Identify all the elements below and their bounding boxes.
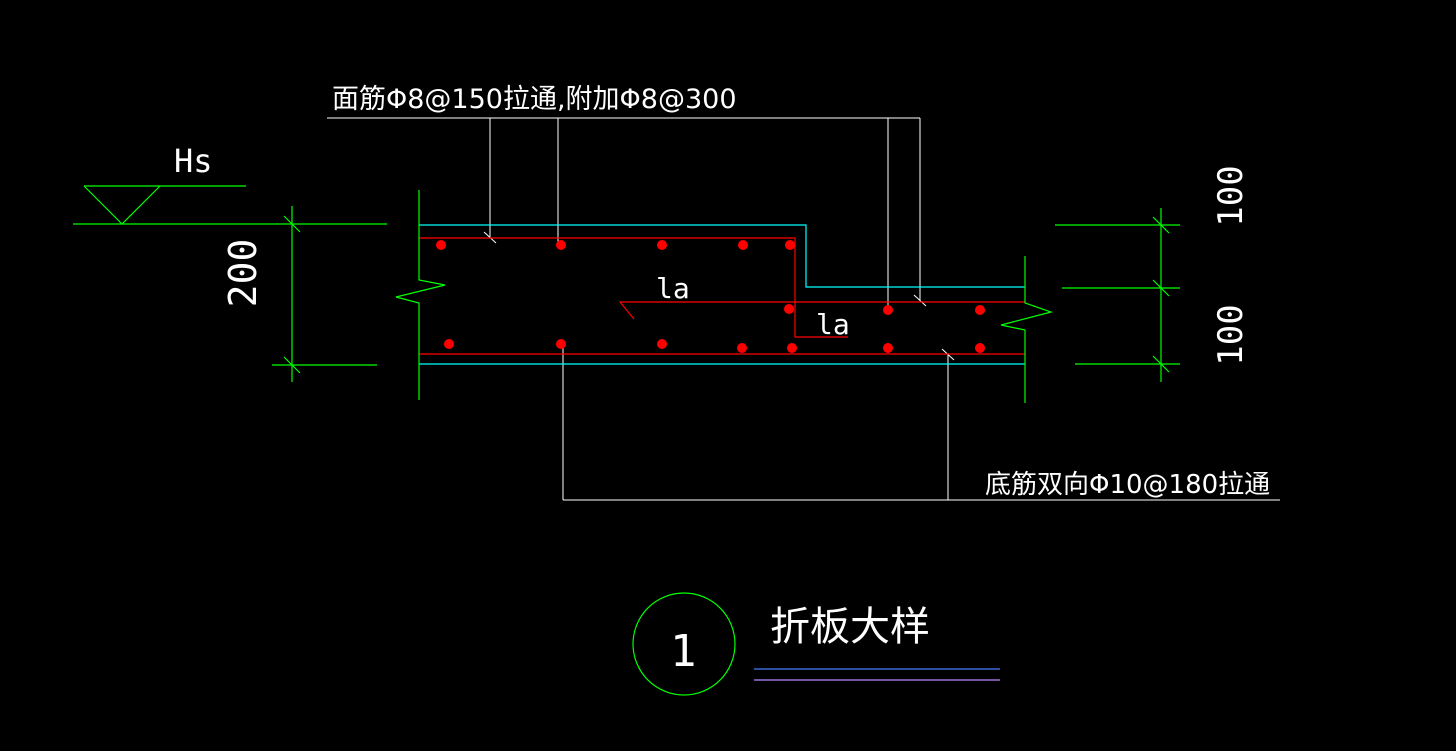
detail-number-circle bbox=[632, 592, 736, 696]
right-dimension-text-upper: 100 bbox=[1211, 165, 1251, 226]
rebar-dot bbox=[883, 305, 893, 315]
rebar-dot bbox=[883, 343, 893, 353]
left-dimension-text: 200 bbox=[221, 239, 265, 308]
concrete-outline bbox=[419, 224, 1025, 365]
rebar-dot bbox=[785, 240, 795, 250]
right-dimension-text-lower: 100 bbox=[1211, 304, 1251, 365]
rebar-dot bbox=[784, 304, 794, 314]
rebar-dot bbox=[556, 240, 566, 250]
right-dim-tick-top bbox=[1152, 216, 1170, 234]
lower-top-rebar bbox=[618, 301, 1025, 320]
upper-top-rebar bbox=[419, 237, 848, 338]
rebar-dot bbox=[444, 339, 454, 349]
rebar-lines bbox=[419, 237, 1025, 355]
right-dim-tick-middle bbox=[1152, 279, 1170, 297]
detail-title: 折板大样 bbox=[770, 604, 930, 650]
rebar-dots bbox=[436, 240, 985, 353]
dimension-lines bbox=[73, 185, 1180, 696]
rebar-dot bbox=[975, 343, 985, 353]
rebar-dot bbox=[657, 240, 667, 250]
rebar-dot bbox=[436, 240, 446, 250]
rebar-dot bbox=[556, 339, 566, 349]
leader-lines bbox=[327, 117, 1280, 501]
right-break-line bbox=[1000, 256, 1054, 403]
rebar-dot bbox=[738, 240, 748, 250]
left-break-line bbox=[395, 190, 446, 400]
top-leader-tick-2 bbox=[913, 294, 927, 307]
slab-top-surface bbox=[419, 224, 1025, 288]
anchor-label-lower: la bbox=[816, 308, 850, 341]
bottom-rebar-note: 底筋双向Φ10@180拉通 bbox=[985, 470, 1270, 500]
anchor-label-upper: la bbox=[656, 272, 690, 305]
level-mark-label: Hs bbox=[174, 142, 213, 180]
left-dim-tick-bottom bbox=[283, 356, 301, 374]
rebar-dot bbox=[787, 343, 797, 353]
rebar-dot bbox=[975, 305, 985, 315]
level-mark-triangle bbox=[83, 185, 161, 225]
left-dim-tick-top bbox=[283, 215, 301, 233]
top-rebar-note: 面筋Φ8@150拉通,附加Φ8@300 bbox=[332, 84, 737, 115]
rebar-dot bbox=[737, 343, 747, 353]
right-dim-tick-bottom bbox=[1152, 355, 1170, 373]
rebar-dot bbox=[657, 339, 667, 349]
detail-number: 1 bbox=[670, 626, 697, 677]
